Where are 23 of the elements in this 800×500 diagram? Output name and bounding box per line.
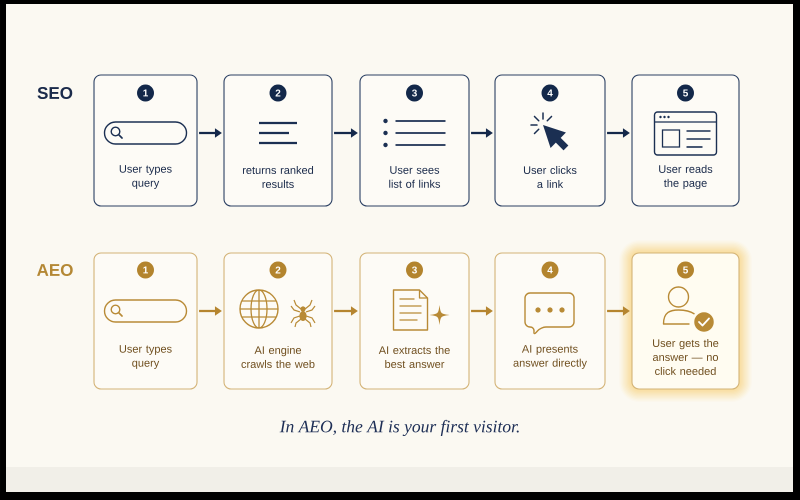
number-badge: 1 xyxy=(137,262,154,278)
step-label: AI presents answer directly xyxy=(514,345,587,369)
number-badge: 4 xyxy=(542,262,558,278)
number-badge: 5 xyxy=(677,262,694,278)
step-label: AI extracts the best answer xyxy=(378,346,450,368)
step-label: AI engine crawls the web xyxy=(242,346,314,368)
number-badge: 5 xyxy=(677,84,694,102)
step-label: User sees list of links xyxy=(389,166,440,188)
number-badge: 3 xyxy=(406,262,423,278)
number-badge: 1 xyxy=(137,84,154,102)
caption: In AEO, the AI is your first visitor. xyxy=(280,420,519,436)
number-badge: 3 xyxy=(406,84,423,102)
step-label: User clicks a link xyxy=(524,166,576,188)
step-label: User gets the answer — no click needed xyxy=(652,338,718,376)
number-badge: 2 xyxy=(270,262,286,278)
step-label: User reads the page xyxy=(659,164,712,190)
row-label: AEO xyxy=(37,264,73,276)
number-badge: 2 xyxy=(270,84,286,102)
number-badge: 4 xyxy=(542,84,558,102)
step-label: User types query xyxy=(120,345,172,369)
row-label: SEO xyxy=(38,86,72,100)
step-label: returns ranked results xyxy=(242,166,314,188)
step-label: User types query xyxy=(120,165,172,189)
